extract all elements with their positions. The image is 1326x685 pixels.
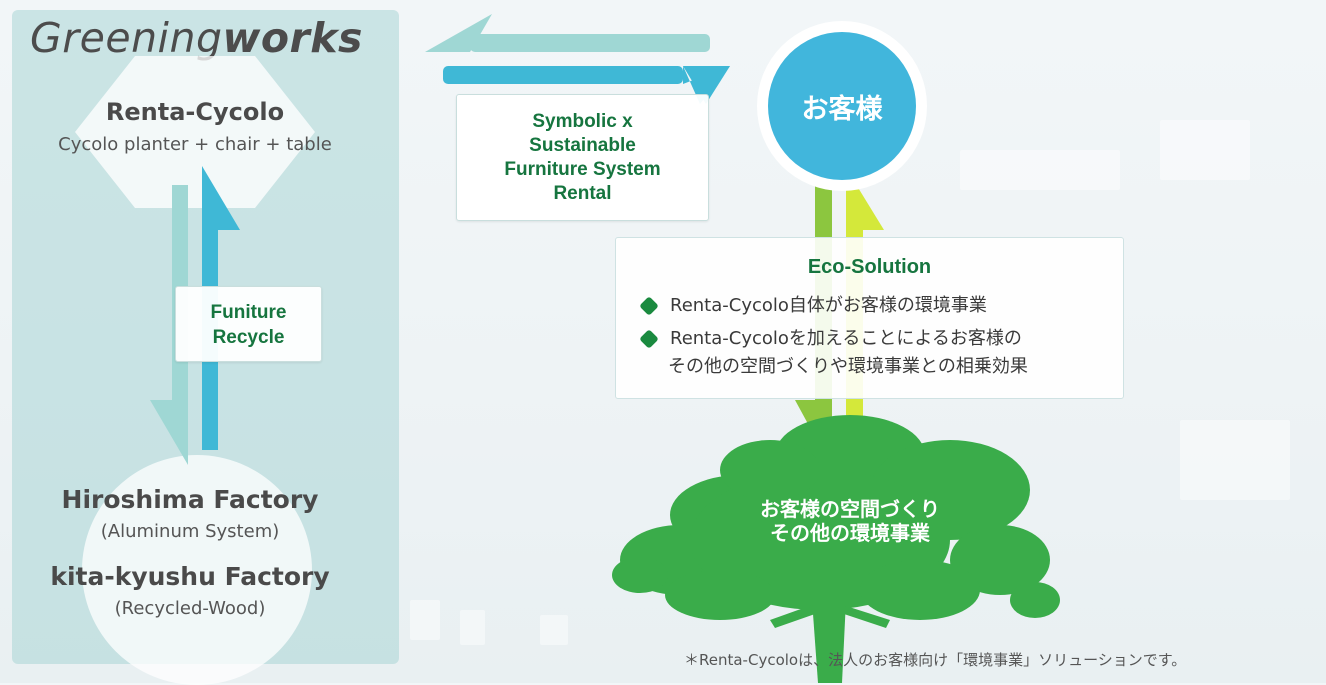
eco-item-1-text: Renta-Cycolo自体がお客様の環境事業: [670, 295, 987, 316]
renta-cycolo-subtitle: Cycolo planter + chair + table: [58, 134, 332, 155]
rental-line2: Sustainable: [529, 135, 636, 156]
customer-circle: お客様: [757, 21, 927, 191]
hiroshima-factory-subtitle: (Aluminum System): [100, 521, 280, 542]
brand-logo: Greeningworks: [30, 14, 363, 62]
rental-service-label: Symbolic x Sustainable Furniture System …: [456, 94, 709, 221]
footnote: ＊Renta-Cycoloは、法人のお客様向け「環境事業」ソリューションです。: [684, 649, 1186, 670]
funiture-recycle-line2: Recycle: [212, 327, 285, 348]
funiture-recycle-label: Funiture Recycle: [175, 286, 322, 362]
kitakyushu-factory-subtitle: (Recycled-Wood): [114, 598, 266, 619]
eco-item-1: Renta-Cycolo自体がお客様の環境事業: [639, 291, 987, 317]
background-block: [460, 610, 485, 645]
renta-cycolo-title: Renta-Cycolo: [105, 98, 285, 126]
rental-line1: Symbolic x: [532, 111, 633, 132]
tree-label-line1: お客様の空間づくり: [760, 497, 940, 521]
tree-label-line2: その他の環境事業: [770, 521, 930, 545]
brand-part2: works: [222, 14, 363, 62]
bullet-icon: [639, 329, 659, 349]
eco-solution-title: Eco-Solution: [807, 256, 932, 278]
background-block: [1180, 420, 1290, 500]
brand-part1: Greening: [30, 14, 223, 62]
kitakyushu-factory-title: kita-kyushu Factory: [50, 562, 330, 591]
footnote-part1: ＊Renta-Cycolo: [684, 651, 799, 669]
customer-label: お客様: [768, 32, 916, 180]
eco-item-2: Renta-Cycoloを加えることによるお客様の: [639, 324, 1022, 350]
tree-label: お客様の空間づくり その他の環境事業: [700, 497, 1000, 545]
background-block: [410, 600, 440, 640]
footnote-part2: は、法人のお客様向け「環境事業」ソリューションです。: [798, 651, 1187, 669]
background-block: [1160, 120, 1250, 180]
bullet-icon: [639, 296, 659, 316]
eco-item-2-cont: その他の空間づくりや環境事業との相乗効果: [668, 356, 1028, 377]
top-left-arrow: [425, 14, 710, 52]
background-block: [540, 615, 568, 645]
eco-item-2-text-line1: Renta-Cycoloを加えることによるお客様の: [670, 328, 1022, 349]
factory-circle: [82, 455, 312, 685]
background-block: [960, 150, 1120, 190]
rental-line4: Rental: [553, 183, 612, 204]
hiroshima-factory-title: Hiroshima Factory: [61, 485, 319, 514]
tree-illustration: [612, 415, 1060, 683]
eco-solution-box: Eco-Solution Renta-Cycolo自体がお客様の環境事業 Ren…: [615, 237, 1124, 399]
funiture-recycle-line1: Funiture: [210, 302, 287, 323]
rental-line3: Furniture System: [504, 159, 661, 180]
